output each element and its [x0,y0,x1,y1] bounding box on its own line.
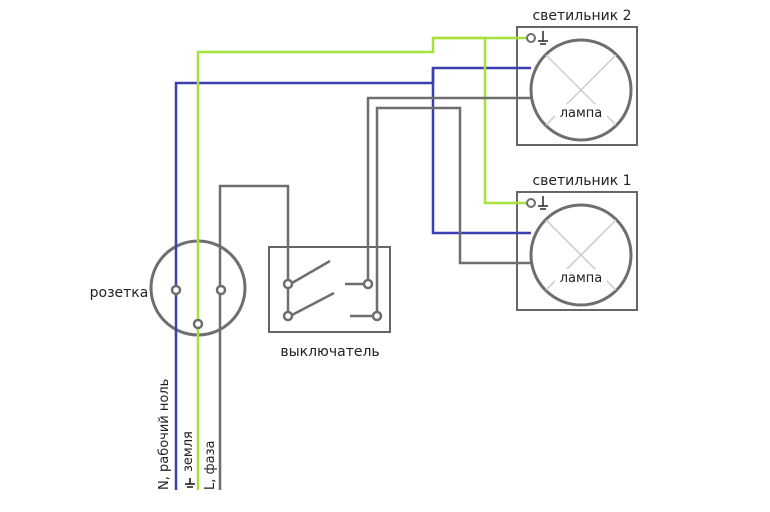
switch-lever-2 [291,291,335,317]
neutral-wire [174,66,531,490]
ground-symbol-icon [538,196,548,210]
socket-neutral-terminal-icon [170,284,182,296]
fixture-2-terminal-icon [526,33,536,43]
phase-wire [218,96,531,490]
phase-wire-label: L, фаза [203,441,218,490]
lamp-2-label-bg [555,104,607,122]
socket-terminals [170,284,227,330]
ground-symbol-icon [185,478,195,488]
switch-terminal-icon [371,310,383,322]
socket-ground-terminal-icon [192,318,204,330]
ground-wire [196,36,528,490]
ground-wire-label-group: земля [181,431,196,488]
lamp-1-label-bg [555,269,607,287]
fixture-2-label: светильник 2 [532,8,631,24]
fixture-2-ground [526,31,548,45]
fixture-1-box [516,191,638,311]
switch-contacts [282,259,383,322]
switch-lever-1 [291,259,331,285]
socket-label: розетка [90,285,149,301]
ground-symbol-icon [538,31,548,45]
neutral-wire-label: N, рабочий ноль [157,379,172,490]
switch-terminal-icon [362,278,374,290]
lamp-2-label: лампа [560,106,603,121]
switch-terminal-icon [282,310,294,322]
switched-wire-to-fixture-2 [366,96,531,284]
lamp-1-label: лампа [560,271,603,286]
fixture-2-box [516,26,638,146]
ground-wire-to-fixture-1 [433,36,528,205]
phase-wire-to-switch [218,184,290,490]
fixture-1-label: светильник 1 [532,173,631,189]
switch-label: выключатель [280,344,379,360]
switched-wire-to-fixture-1 [375,106,531,316]
fixture-1-terminal-icon [526,198,536,208]
fixture-1-ground [526,196,548,210]
lamp-1-circle [529,203,633,307]
lamp-2 [529,38,633,142]
switch-terminal-icon [282,278,294,290]
ground-wire-label: земля [181,431,196,472]
neutral-wire-to-fixture-2 [174,66,531,490]
lamp-2-circle [529,38,633,142]
neutral-wire-to-fixture-1 [431,68,531,235]
switch-box [268,246,391,333]
lamp-1 [529,203,633,307]
socket-phase-terminal-icon [215,284,227,296]
